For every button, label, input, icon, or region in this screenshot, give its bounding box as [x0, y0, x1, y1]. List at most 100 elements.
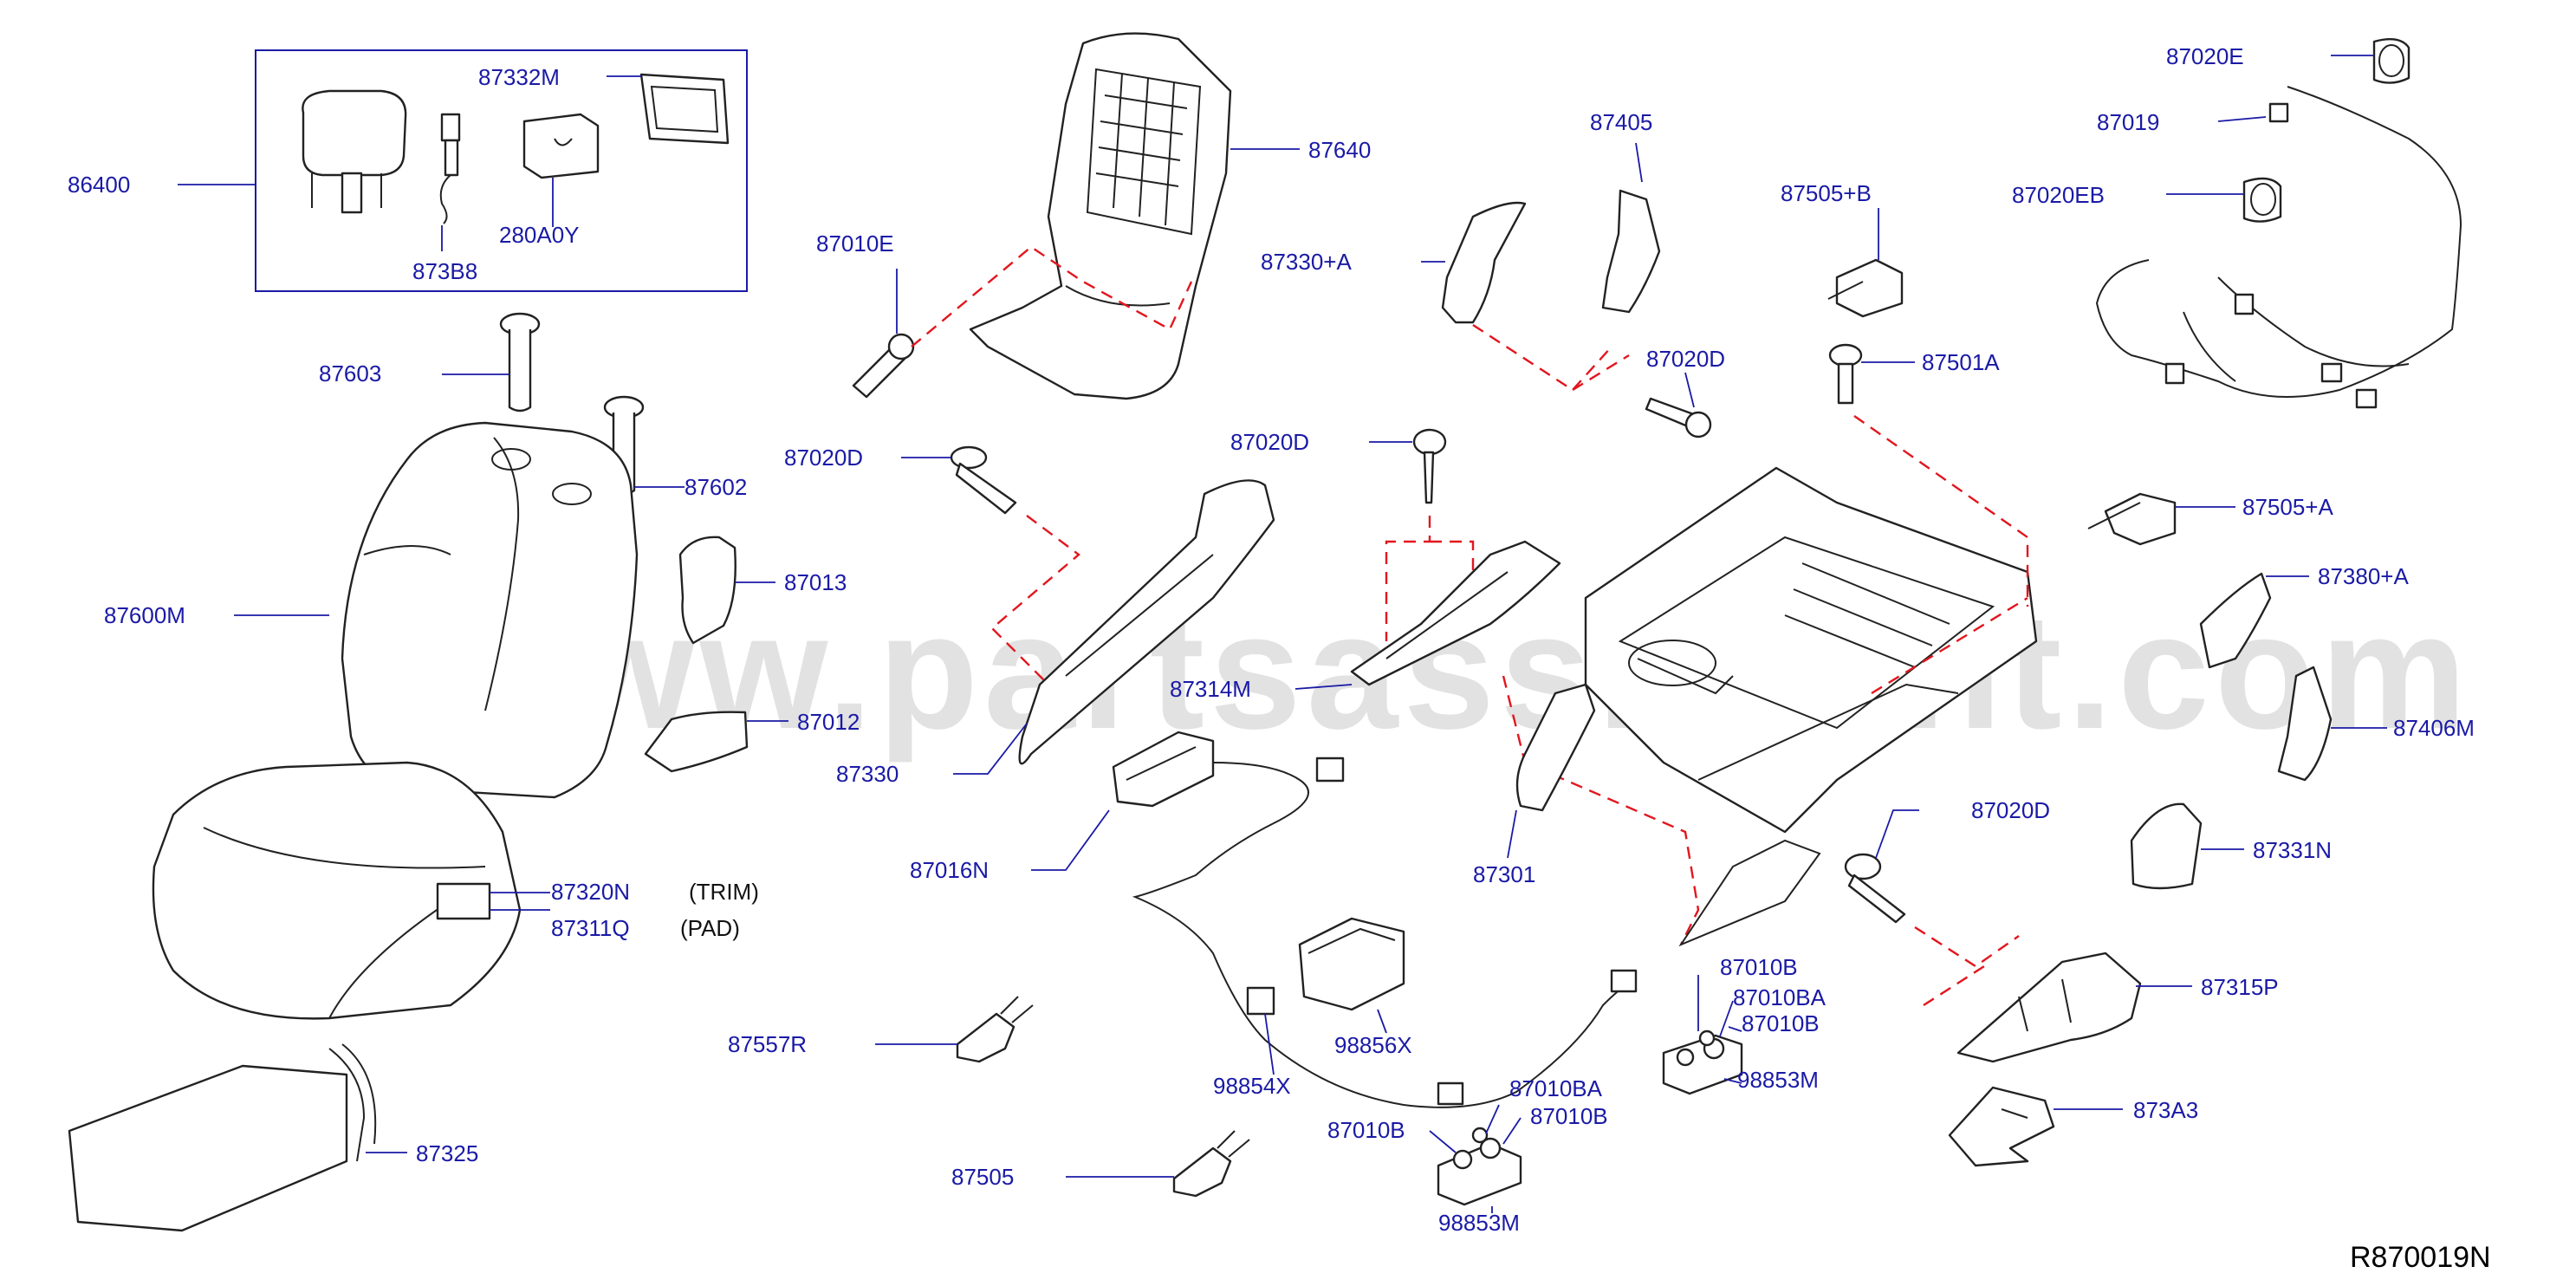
module-280a0y-shape: [522, 113, 600, 227]
clip-87505: [1172, 1146, 1232, 1198]
label-87332m[interactable]: 87332M: [478, 64, 560, 90]
bracket-87332m-shape: [607, 73, 730, 145]
cover-87315p: [1956, 952, 2142, 1063]
label-87010ba-a[interactable]: 87010BA: [1733, 984, 1827, 1010]
label-87020d-b[interactable]: 87020D: [1230, 429, 1309, 455]
screws-right-group: 87020D 87501A 87505+B 87020D: [1645, 180, 2050, 1007]
label-873a3[interactable]: 873A3: [2133, 1097, 2198, 1123]
label-87013[interactable]: 87013: [784, 569, 847, 595]
center-harness-group: 87016N 98856X 98854X: [910, 731, 1638, 1108]
seat-frame-assembly: [1584, 466, 2038, 834]
label-87331n[interactable]: 87331N: [2253, 837, 2332, 863]
label-280a0y[interactable]: 280A0Y: [499, 222, 580, 248]
cover-87405: [1601, 189, 1661, 314]
cover-87380a: [2199, 572, 2309, 669]
side-trim-87330: [1018, 479, 1275, 765]
label-87010b-a[interactable]: 87010B: [1720, 954, 1798, 980]
trim-87012: [644, 711, 749, 773]
cushion-pad-87311q: [436, 882, 491, 920]
anchors-group: 87010B 87010BA 87010B 98853M 87010BA 870…: [1327, 954, 1827, 1236]
headrest-shape: [302, 89, 407, 214]
headrest-guide-87602: [603, 395, 685, 496]
label-87020d-a[interactable]: 87020D: [784, 445, 863, 471]
label-86400[interactable]: 86400: [68, 172, 130, 198]
reference-code: R870019N: [2350, 1241, 2491, 1274]
label-87012[interactable]: 87012: [797, 709, 860, 735]
screw-87020d-c: [1645, 372, 1712, 438]
label-87557r[interactable]: 87557R: [728, 1031, 807, 1057]
label-98854x[interactable]: 98854X: [1213, 1073, 1291, 1099]
note-trim: (TRIM): [689, 879, 759, 905]
label-87020eb[interactable]: 87020EB: [2012, 182, 2105, 208]
trim-87314m-group: 87020D 87314M: [1170, 428, 1561, 702]
label-87602[interactable]: 87602: [685, 474, 747, 500]
clip-87557r: [956, 1012, 1015, 1063]
trim-87314m: [1350, 540, 1561, 686]
label-87406m[interactable]: 87406M: [2393, 715, 2475, 741]
label-87020e[interactable]: 87020E: [2166, 43, 2244, 69]
module-98856x: [1298, 917, 1405, 1011]
seatback-frame-group: 87640 87010E: [816, 32, 1371, 400]
label-87311q[interactable]: 87311Q: [551, 915, 630, 941]
screw-87020d-a: [901, 445, 1017, 515]
label-87010ba-b[interactable]: 87010BA: [1509, 1075, 1603, 1101]
screw-87020d-b: [1369, 428, 1447, 504]
label-87600m[interactable]: 87600M: [104, 602, 185, 628]
label-87505[interactable]: 87505: [951, 1164, 1014, 1190]
label-87314m[interactable]: 87314M: [1170, 676, 1251, 702]
label-87010e[interactable]: 87010E: [816, 231, 894, 257]
label-87505a[interactable]: 87505+A: [2242, 494, 2333, 520]
label-87010b-d[interactable]: 87010B: [1530, 1103, 1608, 1129]
cover-87330a: [1441, 201, 1527, 324]
seat-cushion-87320n: [152, 761, 522, 1020]
label-87019[interactable]: 87019: [2097, 109, 2159, 135]
headrest-kit-group: 86400 87332M 280A0Y 873B8: [68, 49, 748, 292]
screw-87020d-d: [1844, 809, 1919, 924]
headrest-guide-87603: [442, 312, 541, 412]
trim-87013: [678, 536, 736, 645]
label-87315p[interactable]: 87315P: [2201, 974, 2279, 1000]
seat-back-87600m: [341, 421, 639, 799]
label-87330a[interactable]: 87330+A: [1261, 249, 1352, 275]
label-98853m-b[interactable]: 98853M: [1438, 1210, 1520, 1236]
note-pad: (PAD): [680, 915, 740, 941]
covers-87330a-group: 87330+A 87405: [1261, 109, 1661, 392]
label-87603[interactable]: 87603: [319, 360, 381, 386]
label-98853m-a[interactable]: 98853M: [1737, 1067, 1819, 1093]
cover-87331n: [2130, 802, 2244, 890]
label-87301[interactable]: 87301: [1473, 861, 1535, 887]
sensor-873b8-shape: [439, 113, 461, 251]
anchor-98853m-b: [1429, 1104, 1522, 1213]
label-87505b[interactable]: 87505+B: [1781, 180, 1872, 206]
label-87010b-c[interactable]: 87010B: [1327, 1117, 1405, 1143]
bracket-87505b: [1827, 208, 1904, 318]
harness-98854x: [1132, 762, 1630, 1108]
side-trim-group: 87020D 87330: [784, 445, 1275, 787]
label-87501a[interactable]: 87501A: [1922, 349, 2000, 375]
label-87010b-b[interactable]: 87010B: [1742, 1010, 1820, 1036]
label-87020d-c[interactable]: 87020D: [1646, 346, 1725, 372]
label-98856x[interactable]: 98856X: [1334, 1032, 1412, 1058]
anchor-98853m-a: [1662, 975, 1743, 1095]
harness-group: 87020E 87019 87020EB 87505+A 87380+A 874…: [2012, 38, 2475, 890]
cushion-frame-group: 87301: [1473, 415, 2038, 947]
label-87640[interactable]: 87640: [1308, 137, 1371, 163]
label-87330[interactable]: 87330: [836, 761, 899, 787]
seat-covers-group: 87603 87602 87600M 87013 87012 87320N 87…: [68, 312, 860, 1232]
seat-track-87301: [1515, 683, 1596, 812]
label-87320n[interactable]: 87320N: [551, 879, 630, 905]
label-87380a[interactable]: 87380+A: [2318, 563, 2409, 589]
bracket-873a3: [1948, 1086, 2055, 1167]
seatback-frame-87640: [969, 32, 1232, 400]
label-87325[interactable]: 87325: [416, 1140, 478, 1166]
label-873b8[interactable]: 873B8: [412, 258, 477, 284]
label-87020d-d[interactable]: 87020D: [1971, 797, 2050, 823]
bracket-87505a: [2087, 492, 2235, 546]
clips-group: 87557R 87505: [728, 996, 1250, 1198]
screw-87501a: [1828, 343, 1915, 405]
cover-87406m: [2277, 666, 2387, 782]
headrest-kit-box: [255, 49, 748, 292]
label-87405[interactable]: 87405: [1590, 109, 1652, 135]
label-87016n[interactable]: 87016N: [910, 857, 989, 883]
